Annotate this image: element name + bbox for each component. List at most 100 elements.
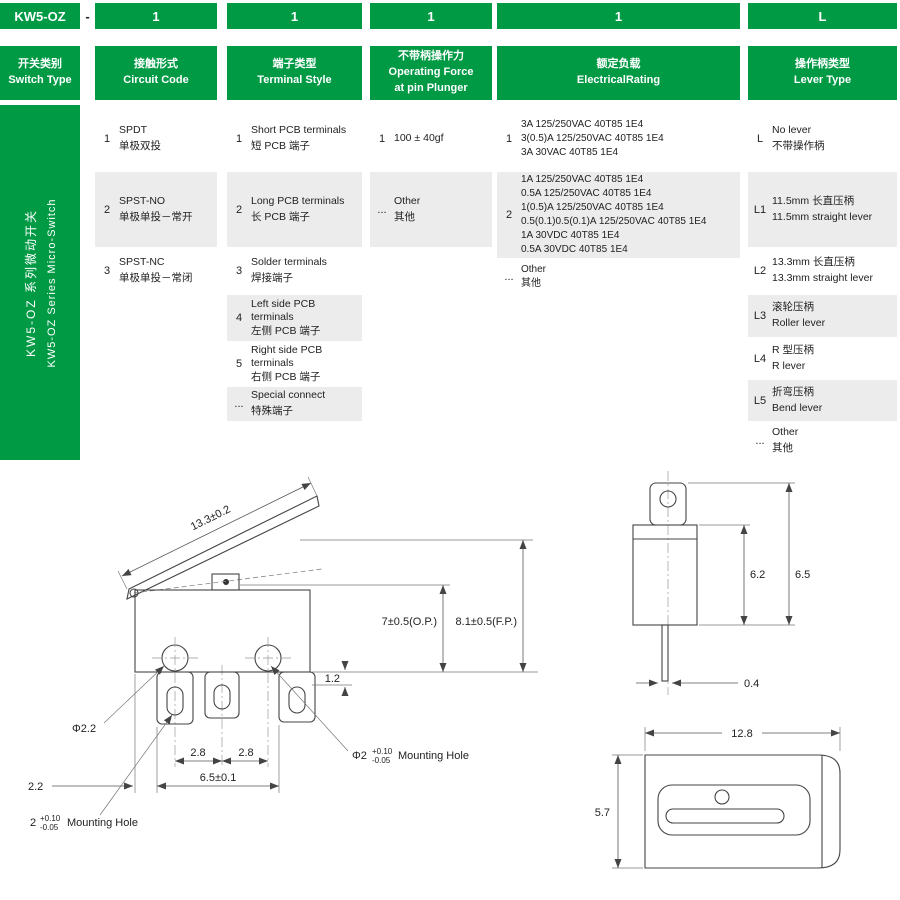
terminal-style-column: 1 Short PCB terminals 短 PCB 端子 2 Long PC… bbox=[227, 105, 362, 421]
row-line: 短 PCB 端子 bbox=[251, 139, 310, 152]
top-view-pocket bbox=[657, 784, 811, 836]
dim-lever-length: 13.3±0.2 bbox=[189, 503, 233, 533]
column-header-line: Switch Type bbox=[8, 74, 72, 86]
column-header-line: 额定负载 bbox=[596, 58, 641, 71]
plunger-hole bbox=[659, 490, 677, 508]
code-cell-lever: L bbox=[748, 3, 897, 29]
row-line: Short PCB terminals bbox=[251, 123, 347, 136]
top-view-slot bbox=[665, 808, 785, 824]
row-line: terminals bbox=[251, 357, 294, 370]
row-line: 滚轮压柄 bbox=[772, 301, 814, 314]
row-code: 1 bbox=[235, 132, 243, 145]
row-line: 100 ± 40gf bbox=[394, 131, 444, 144]
terminal-end-view bbox=[661, 624, 669, 682]
table-row: 4 Left side PCB terminals 左侧 PCB 端子 bbox=[227, 295, 362, 341]
dim-mh-tol-dn: -0.05 bbox=[372, 756, 391, 765]
code-cell-terminal: 1 bbox=[227, 3, 362, 29]
row-code: ... bbox=[755, 434, 765, 447]
row-line: 0.5A 125/250VAC 40T85 1E4 bbox=[521, 188, 652, 199]
dim-mw-tol-up: +0.10 bbox=[40, 814, 61, 823]
row-line: 长 PCB 端子 bbox=[251, 210, 310, 223]
table-row: ... Special connect 特殊端子 bbox=[227, 387, 362, 421]
row-line: R 型压柄 bbox=[772, 343, 814, 356]
table-row: L No lever 不带操作柄 bbox=[748, 105, 897, 172]
dim-top-height: 5.7 bbox=[595, 807, 610, 819]
dim-hole-span: 6.5±0.1 bbox=[200, 772, 237, 784]
lever-contact-dot bbox=[223, 579, 229, 585]
table-row: L4 R 型压柄 R lever bbox=[748, 337, 897, 380]
table-row: ... Other 其他 bbox=[370, 172, 492, 247]
table-row: 2 Long PCB terminals 长 PCB 端子 bbox=[227, 172, 362, 247]
table-row: L5 折弯压柄 Bend lever bbox=[748, 380, 897, 421]
row-line: 其他 bbox=[394, 210, 415, 223]
row-code: ... bbox=[377, 203, 387, 216]
row-line: 单极单投－常开 bbox=[119, 210, 193, 223]
row-line: 焊接端子 bbox=[251, 272, 293, 284]
table-row: 1 100 ± 40gf bbox=[370, 105, 492, 172]
column-header-line: Circuit Code bbox=[123, 74, 189, 86]
row-line: Bend lever bbox=[772, 401, 823, 414]
code-separator: - bbox=[85, 8, 90, 24]
terminal-slot-middle bbox=[213, 684, 231, 710]
dim-pitch-left: 2.8 bbox=[190, 747, 205, 759]
row-code: 4 bbox=[235, 312, 243, 324]
dim-base-step: 1.2 bbox=[325, 673, 340, 685]
row-line: 0.5A 30VDC 40T85 1E4 bbox=[521, 244, 628, 255]
row-line: Solder terminals bbox=[251, 256, 327, 269]
terminal-middle bbox=[204, 671, 240, 719]
row-code: L3 bbox=[753, 310, 767, 322]
row-line: SPST-NC bbox=[119, 256, 165, 269]
row-line: 3A 125/250VAC 40T85 1E4 bbox=[521, 118, 644, 130]
column-header-terminal-style: 端子类型 Terminal Style bbox=[227, 46, 362, 100]
row-line: No lever bbox=[772, 123, 812, 136]
row-line: Right side PCB bbox=[251, 343, 323, 356]
row-line: Left side PCB bbox=[251, 297, 316, 310]
row-line: 3A 30VAC 40T85 1E4 bbox=[521, 146, 619, 158]
dim-mw-tol-dn: -0.05 bbox=[40, 823, 59, 832]
table-row: L2 13.3mm 长直压柄 13.3mm straight lever bbox=[748, 247, 897, 295]
terminal-slot-left bbox=[166, 686, 184, 716]
row-line: 折弯压柄 bbox=[772, 385, 814, 398]
row-line: Other bbox=[521, 263, 547, 275]
dim-mh-dia: Φ2 bbox=[352, 750, 367, 762]
table-row: 3 Solder terminals 焊接端子 bbox=[227, 247, 362, 295]
table-row: 2 1A 125/250VAC 40T85 1E4 0.5A 125/250VA… bbox=[497, 172, 740, 258]
row-line: 11.5mm straight lever bbox=[772, 210, 873, 223]
row-code: L bbox=[756, 132, 764, 145]
column-header-line: 操作柄类型 bbox=[795, 58, 850, 71]
dim-op: 7±0.5(O.P.) bbox=[382, 616, 437, 628]
column-header-line: ElectricalRating bbox=[576, 74, 661, 86]
dim-mh-label: Mounting Hole bbox=[398, 750, 469, 762]
row-code: L1 bbox=[753, 203, 767, 216]
operating-force-column: 1 100 ± 40gf ... Other 其他 bbox=[370, 105, 492, 247]
row-line: 单极单投－常闭 bbox=[119, 272, 193, 284]
row-line: 其他 bbox=[772, 441, 793, 454]
table-row: L1 11.5mm 长直压柄 11.5mm straight lever bbox=[748, 172, 897, 247]
row-code: 5 bbox=[235, 358, 243, 370]
top-view-outline bbox=[644, 754, 841, 869]
column-header-electrical-rating: 额定负载 ElectricalRating bbox=[497, 46, 740, 100]
row-code: ... bbox=[234, 398, 244, 410]
column-header-operating-force: 不带柄操作力 Operating Force at pin Plunger bbox=[370, 46, 492, 100]
row-code: 3 bbox=[235, 265, 243, 277]
row-line: Other bbox=[394, 194, 421, 207]
side-view-drawing: 13.3±0.2 7±0.5(O.P.) 8.1±0.5(F.P.) 1.2 Φ… bbox=[28, 476, 538, 832]
row-line: SPST-NO bbox=[119, 194, 166, 207]
row-line: 右侧 PCB 端子 bbox=[251, 370, 321, 383]
row-code: 2 bbox=[235, 203, 243, 216]
lever-pivot bbox=[129, 588, 139, 598]
table-row: 1 3A 125/250VAC 40T85 1E4 3(0.5)A 125/25… bbox=[497, 105, 740, 172]
code-cell-circuit: 1 bbox=[95, 3, 217, 29]
column-header-line: 不带柄操作力 bbox=[398, 50, 464, 63]
row-line: 特殊端子 bbox=[251, 405, 293, 417]
table-row: 1 Short PCB terminals 短 PCB 端子 bbox=[227, 105, 362, 172]
dim-edge-offset: 2.2 bbox=[28, 781, 43, 793]
column-header-line: 接触形式 bbox=[134, 58, 178, 71]
dim-hole-dia: Φ2.2 bbox=[72, 723, 96, 735]
body-end-view bbox=[632, 524, 698, 626]
table-row: L3 滚轮压柄 Roller lever bbox=[748, 295, 897, 337]
row-line: 3(0.5)A 125/250VAC 40T85 1E4 bbox=[521, 132, 664, 144]
row-line: Other bbox=[772, 425, 799, 438]
top-view-drawing: 12.8 5.7 bbox=[595, 727, 841, 869]
row-line: terminals bbox=[251, 311, 294, 324]
